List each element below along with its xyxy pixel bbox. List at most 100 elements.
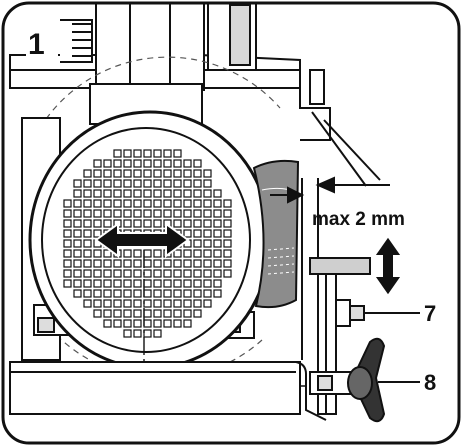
grille-hole: [153, 309, 162, 318]
grille-hole: [203, 249, 212, 258]
grille-hole: [173, 299, 182, 308]
grille-hole: [133, 279, 142, 288]
grille-hole: [193, 209, 202, 218]
grille-hole: [113, 319, 122, 328]
grille-hole: [173, 149, 182, 158]
grille-hole: [113, 169, 122, 178]
grille-hole: [73, 249, 82, 258]
grille-hole: [63, 269, 72, 278]
grille-hole: [183, 289, 192, 298]
grille-hole: [143, 289, 152, 298]
grille-hole: [63, 239, 72, 248]
grille-hole: [183, 199, 192, 208]
grille-hole: [63, 229, 72, 238]
grille-hole: [123, 209, 132, 218]
grille-hole: [93, 159, 102, 168]
grille-hole: [123, 199, 132, 208]
grille-hole: [73, 259, 82, 268]
grille-hole: [73, 179, 82, 188]
grille-hole: [83, 279, 92, 288]
grille-hole: [163, 289, 172, 298]
grille-hole: [143, 269, 152, 278]
grille-hole: [213, 269, 222, 278]
grille-hole: [123, 289, 132, 298]
grille-hole: [143, 319, 152, 328]
grille-hole: [123, 329, 132, 338]
grille-hole: [103, 159, 112, 168]
grille-hole: [193, 289, 202, 298]
grille-hole: [143, 329, 152, 338]
grille-hole: [123, 249, 132, 258]
grille-hole: [153, 289, 162, 298]
grille-hole: [193, 299, 202, 308]
grille-hole: [123, 179, 132, 188]
horizontal-adjust-arrow: [94, 222, 190, 258]
grille-hole: [163, 299, 172, 308]
grille-hole: [113, 199, 122, 208]
grille-hole: [193, 279, 202, 288]
grille-hole: [143, 189, 152, 198]
grille-hole: [163, 279, 172, 288]
grille-hole: [193, 239, 202, 248]
grille-hole: [123, 169, 132, 178]
grille-hole: [93, 299, 102, 308]
grille-hole: [143, 179, 152, 188]
grille-hole: [143, 199, 152, 208]
grille-hole: [93, 199, 102, 208]
grille-hole: [213, 289, 222, 298]
grille-hole: [193, 159, 202, 168]
grille-hole: [113, 149, 122, 158]
grille-hole: [143, 249, 152, 258]
grille-hole: [183, 259, 192, 268]
grille-hole: [113, 309, 122, 318]
grille-hole: [93, 219, 102, 228]
part-label-8: 8: [424, 370, 436, 395]
grille-hole: [73, 189, 82, 198]
grille-hole: [223, 249, 232, 258]
grille-hole: [203, 299, 212, 308]
grille-hole: [173, 189, 182, 198]
grille-hole: [83, 239, 92, 248]
grille-hole: [83, 209, 92, 218]
grille-hole: [163, 309, 172, 318]
grille-hole: [163, 179, 172, 188]
grille-hole: [203, 209, 212, 218]
grille-hole: [153, 269, 162, 278]
grille-hole: [153, 209, 162, 218]
gap-label: max 2 mm: [312, 209, 405, 230]
grille-hole: [223, 229, 232, 238]
grille-hole: [63, 259, 72, 268]
grille-hole: [223, 239, 232, 248]
grille-hole: [93, 249, 102, 258]
grille-hole: [103, 259, 112, 268]
grille-hole: [183, 159, 192, 168]
grille-hole: [123, 159, 132, 168]
grille-hole: [133, 149, 142, 158]
grille-hole: [133, 259, 142, 268]
grille-hole: [163, 189, 172, 198]
grille-hole: [93, 259, 102, 268]
grille-hole: [133, 249, 142, 258]
screw-part-7: [335, 299, 420, 327]
grille-hole: [183, 179, 192, 188]
grille-hole: [213, 229, 222, 238]
grille-hole: [183, 229, 192, 238]
grille-hole: [183, 299, 192, 308]
grille-hole: [123, 279, 132, 288]
grille-hole: [113, 279, 122, 288]
grille-hole: [123, 219, 132, 228]
grille-hole: [213, 189, 222, 198]
grille-hole: [193, 169, 202, 178]
grille-hole: [213, 199, 222, 208]
grille-hole: [203, 219, 212, 228]
grille-hole: [103, 319, 112, 328]
grille-hole: [93, 169, 102, 178]
grille-hole: [173, 279, 182, 288]
grille-hole: [133, 289, 142, 298]
grille-hole: [133, 209, 142, 218]
grille-hole: [133, 269, 142, 278]
grille-hole: [123, 259, 132, 268]
grille-hole: [173, 179, 182, 188]
grille-hole: [143, 299, 152, 308]
drawing-content: [9, 3, 420, 423]
